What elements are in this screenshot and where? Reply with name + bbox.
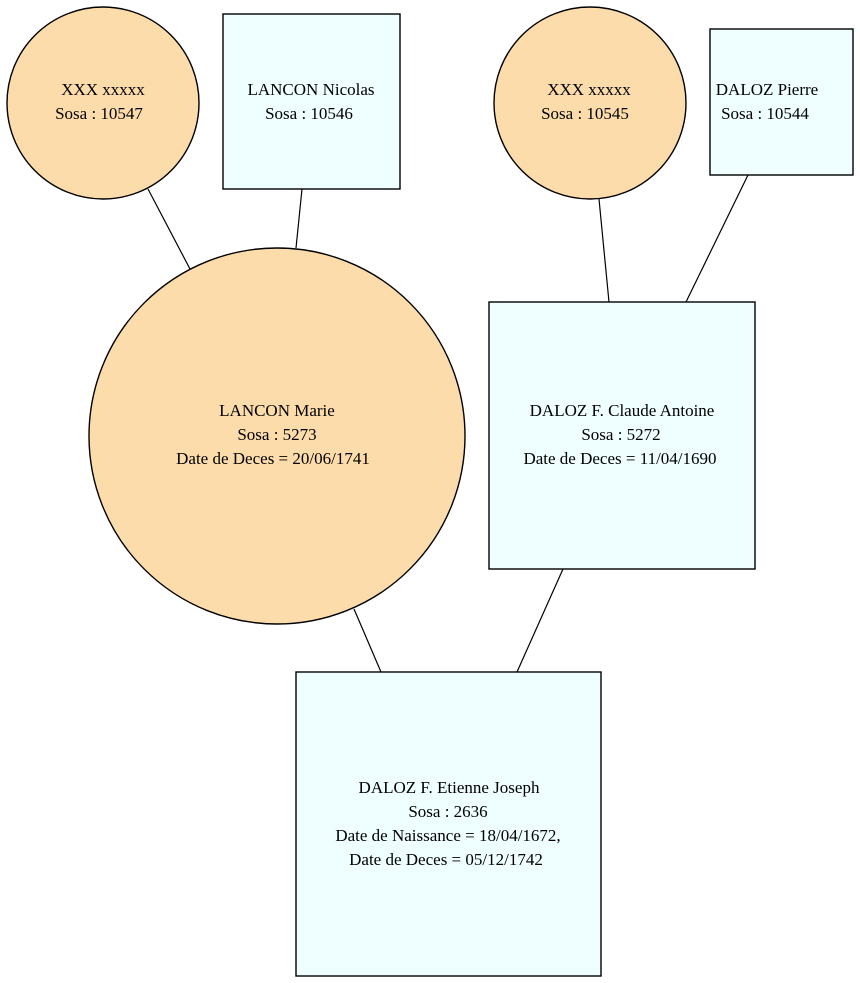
person-name: LANCON Marie	[219, 401, 335, 420]
person-node-sosa-10547[interactable]: XXX xxxxx Sosa : 10547	[6, 6, 200, 200]
female-circle-shape	[493, 6, 687, 200]
male-box-shape	[222, 13, 401, 190]
person-name: DALOZ F. Claude Antoine	[530, 401, 715, 420]
edges	[147, 174, 749, 673]
person-death-date: Date de Deces = 05/12/1742	[349, 850, 543, 869]
edge-10547-to-5273	[147, 188, 191, 270]
edge-10544-to-5272	[685, 174, 749, 303]
person-name: DALOZ Pierre	[716, 80, 818, 99]
person-sosa: Sosa : 2636	[408, 802, 487, 821]
person-name: DALOZ F. Etienne Joseph	[359, 778, 540, 797]
edge-10546-to-5273	[295, 188, 303, 249]
female-circle-shape	[6, 6, 200, 200]
person-name: XXX xxxxx	[61, 80, 145, 99]
female-circle-shape	[88, 247, 466, 625]
person-node-sosa-2636[interactable]: DALOZ F. Etienne Joseph Sosa : 2636 Date…	[295, 671, 602, 977]
edge-5273-to-2636	[353, 608, 382, 673]
male-box-shape	[488, 301, 756, 570]
person-sosa: Sosa : 10545	[541, 104, 629, 123]
male-box-shape	[295, 671, 602, 977]
person-node-sosa-10545[interactable]: XXX xxxxx Sosa : 10545	[493, 6, 687, 200]
person-name: LANCON Nicolas	[247, 80, 374, 99]
person-node-sosa-10546[interactable]: LANCON Nicolas Sosa : 10546	[222, 13, 401, 190]
person-node-sosa-10544[interactable]: DALOZ Pierre Sosa : 10544	[709, 28, 854, 176]
person-sosa: Sosa : 10547	[55, 104, 143, 123]
person-death-date: Date de Deces = 11/04/1690	[523, 449, 716, 468]
person-death-date: Date de Deces = 20/06/1741	[176, 449, 370, 468]
person-name: XXX xxxxx	[547, 80, 631, 99]
person-node-sosa-5272[interactable]: DALOZ F. Claude Antoine Sosa : 5272 Date…	[488, 301, 756, 570]
edge-5272-to-2636	[516, 568, 564, 673]
person-sosa: Sosa : 10544	[721, 104, 809, 123]
person-sosa: Sosa : 10546	[265, 104, 353, 123]
person-sosa: Sosa : 5273	[237, 425, 316, 444]
person-birth-date: Date de Naissance = 18/04/1672,	[335, 826, 560, 845]
edge-10545-to-5272	[598, 198, 610, 303]
person-node-sosa-5273[interactable]: LANCON Marie Sosa : 5273 Date de Deces =…	[88, 247, 466, 625]
male-box-shape	[709, 28, 854, 176]
person-sosa: Sosa : 5272	[581, 425, 660, 444]
